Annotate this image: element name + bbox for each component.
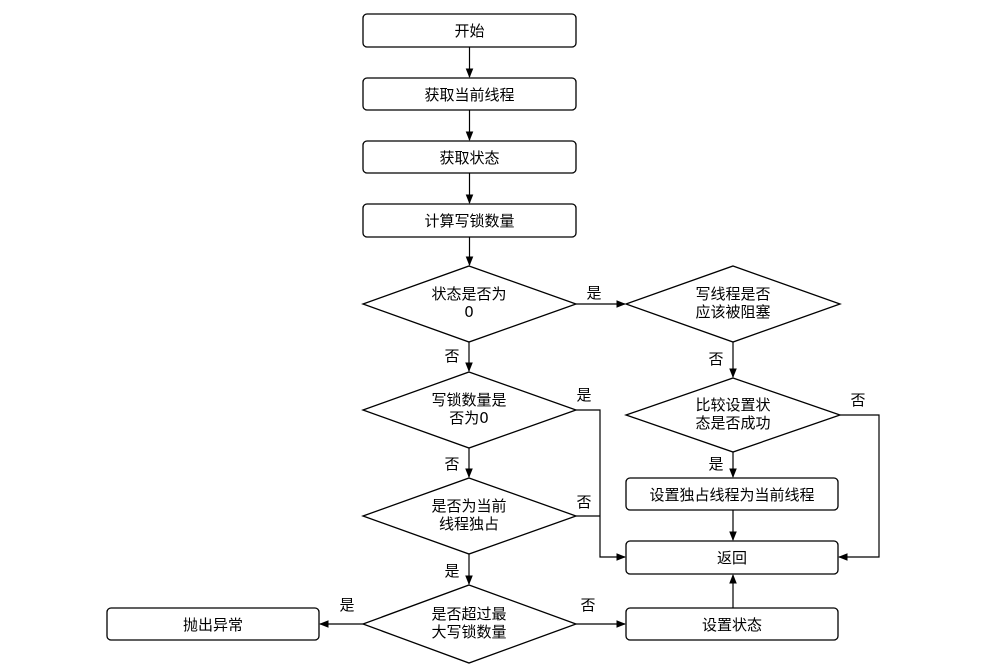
label-cas-no: 否 <box>850 391 865 409</box>
label-cas-yes: 是 <box>708 455 723 473</box>
decision-cas-state-line2: 态是否成功 <box>695 414 770 432</box>
decision-write-should-block-line2: 应该被阻塞 <box>695 303 770 321</box>
node-get-thread-label: 获取当前线程 <box>424 86 514 104</box>
node-start-label: 开始 <box>454 22 484 40</box>
decision-write-count-zero: 写锁数量是 否为0 <box>361 371 578 449</box>
node-calc-write-count: 计算写锁数量 <box>362 203 577 238</box>
decision-cas-state: 比较设置状 态是否成功 <box>624 377 842 453</box>
edge-writezero-yes <box>576 409 626 561</box>
decision-exceed-max: 是否超过最 大写锁数量 <box>361 584 578 664</box>
node-return-label: 返回 <box>717 549 747 567</box>
node-start: 开始 <box>362 13 577 48</box>
edge-cas-no <box>838 414 880 561</box>
node-set-exclusive-owner: 设置独占线程为当前线程 <box>625 477 839 511</box>
label-writezero-no: 否 <box>444 455 459 473</box>
node-set-exclusive-owner-label: 设置独占线程为当前线程 <box>649 486 814 504</box>
decision-state-zero-line1: 状态是否为 <box>431 285 506 303</box>
label-block-no: 否 <box>708 350 723 368</box>
decision-write-should-block-line1: 写线程是否 <box>695 285 770 303</box>
node-throw-exception: 抛出异常 <box>106 607 320 641</box>
decision-cas-state-line1: 比较设置状 <box>695 396 770 414</box>
decision-is-current-owner-line2: 线程独占 <box>439 515 499 533</box>
node-get-state: 获取状态 <box>362 140 577 174</box>
connectors <box>319 47 880 628</box>
label-exceed-no: 否 <box>580 596 595 614</box>
decision-state-zero-line2: 0 <box>464 303 474 321</box>
label-statezero-yes: 是 <box>586 284 601 302</box>
node-calc-write-count-label: 计算写锁数量 <box>424 212 514 230</box>
decision-write-count-zero-line1: 写锁数量是 <box>431 391 506 409</box>
decision-is-current-owner-line1: 是否为当前 <box>431 497 506 515</box>
node-get-thread: 获取当前线程 <box>362 77 577 111</box>
label-statezero-no: 否 <box>444 347 459 365</box>
node-throw-exception-label: 抛出异常 <box>183 616 243 634</box>
decision-is-current-owner: 是否为当前 线程独占 <box>361 477 578 555</box>
node-set-state-label: 设置状态 <box>702 616 762 634</box>
label-owner-no: 否 <box>576 493 591 511</box>
node-return: 返回 <box>625 540 839 575</box>
decision-write-should-block: 写线程是否 应该被阻塞 <box>624 265 842 343</box>
label-exceed-yes: 是 <box>339 596 354 614</box>
decision-write-count-zero-line2: 否为0 <box>449 409 489 427</box>
label-writezero-yes: 是 <box>576 386 591 404</box>
decision-exceed-max-line2: 大写锁数量 <box>431 623 506 641</box>
decision-state-zero: 状态是否为 0 <box>361 265 578 343</box>
node-set-state: 设置状态 <box>625 607 839 641</box>
label-owner-yes: 是 <box>444 562 459 580</box>
node-get-state-label: 获取状态 <box>439 149 499 167</box>
decision-exceed-max-line1: 是否超过最 <box>431 605 506 623</box>
